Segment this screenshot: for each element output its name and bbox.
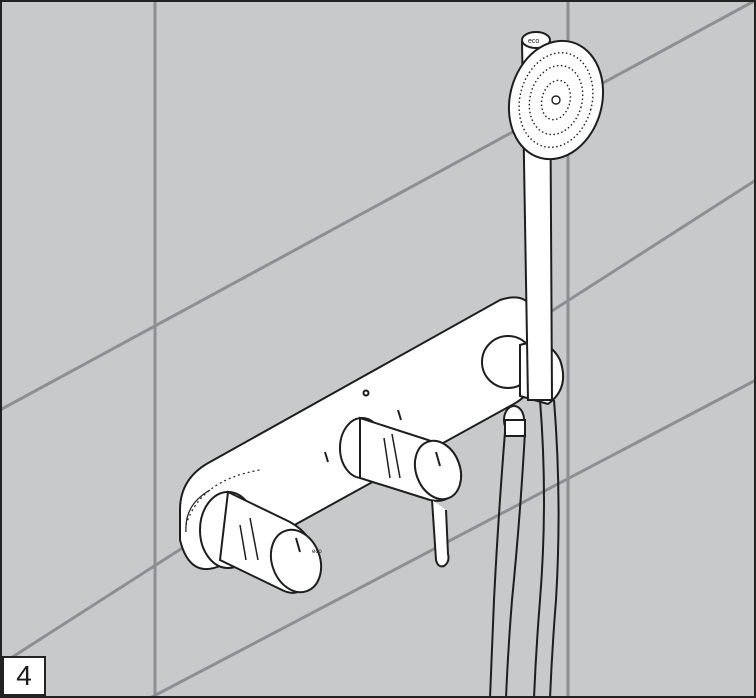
thermostat-knob-icon: eco: [199, 490, 322, 594]
svg-text:eco: eco: [528, 38, 539, 45]
hand-shower-icon: eco: [507, 31, 605, 401]
step-number-box: 4: [2, 656, 46, 696]
svg-text:eco: eco: [312, 549, 322, 555]
shower-hose: [489, 399, 560, 698]
temperature-scale: [185, 469, 261, 526]
diverter-lever-icon: [339, 416, 463, 568]
plate-marks: [324, 389, 402, 463]
